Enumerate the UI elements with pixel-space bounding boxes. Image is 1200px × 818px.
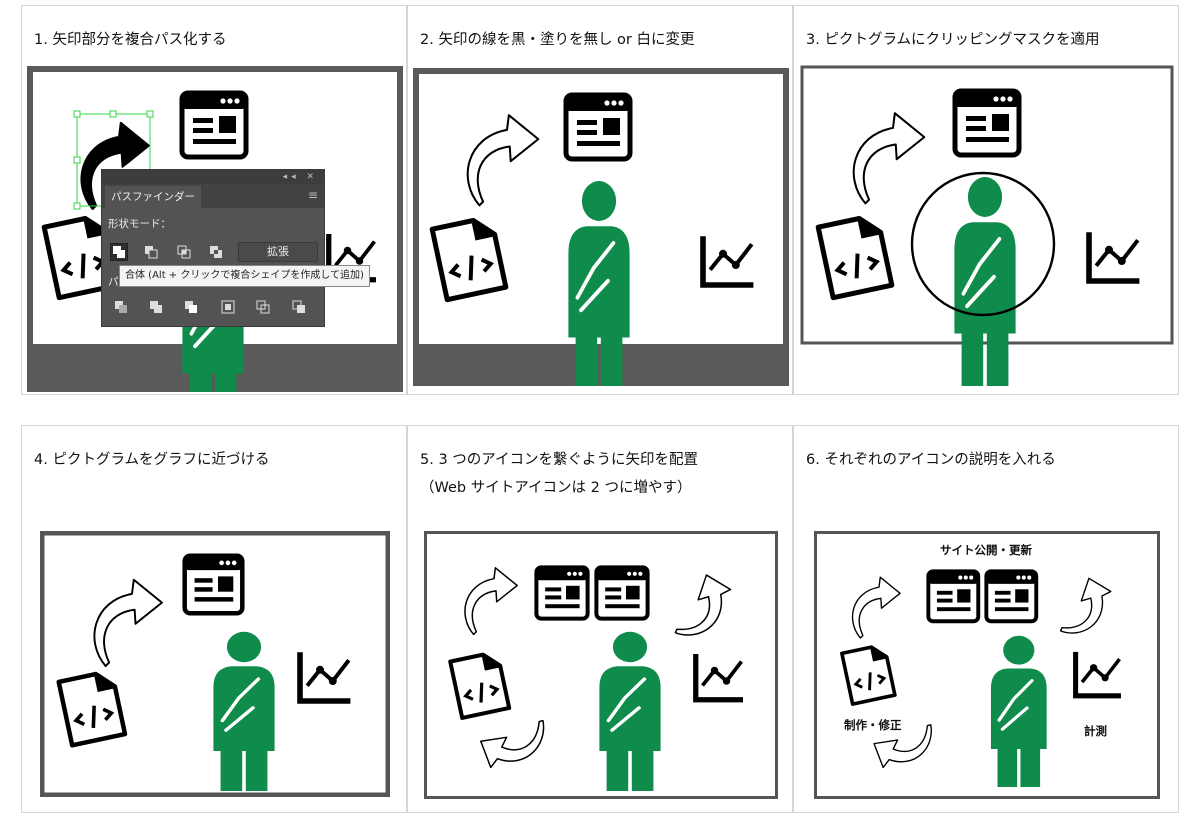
divide-button[interactable]: [112, 298, 130, 316]
merge-icon: [185, 301, 197, 313]
pathfinder-panel: ◂◂ ✕ パスファインダー ≡ 形状モード： 拡張 パ 合体 (Alt + クリ…: [101, 169, 370, 327]
clip-circle: [910, 171, 1056, 317]
label-site-publish: サイト公開・更新: [940, 543, 1032, 557]
step-3-canvas: [799, 64, 1175, 392]
label-measure: 計測: [1084, 724, 1107, 738]
shape-modes-label: 形状モード：: [108, 218, 171, 230]
step-5-panel: 5. 3 つのアイコンを繋ぐように矢印を配置 （Web サイトアイコンは 2 つ…: [407, 425, 793, 813]
step-6-panel: 6. それぞれのアイコンの説明を入れる サイト公開・更新 制作・修正 計測: [793, 425, 1179, 813]
label-make-fix: 制作・修正: [844, 718, 902, 732]
expand-button[interactable]: 拡張: [238, 242, 318, 262]
unite-icon: [113, 246, 125, 258]
exclude-button[interactable]: [207, 243, 225, 261]
crop-icon: [221, 300, 235, 314]
step-1-panel: 1. 矢印部分を複合パス化する ◂◂ ✕ パスファイ: [21, 5, 407, 395]
step-3-panel: 3. ピクトグラムにクリッピングマスクを適用: [793, 5, 1179, 395]
step-6-title: 6. それぞれのアイコンの説明を入れる: [806, 452, 1056, 468]
step-1-title: 1. 矢印部分を複合パス化する: [34, 32, 227, 48]
divide-icon: [115, 301, 127, 313]
step-2-title: 2. 矢印の線を黒・塗りを無し or 白に変更: [420, 32, 695, 48]
minus-front-icon: [145, 246, 158, 259]
outline-icon: [256, 300, 270, 314]
step-4-title: 4. ピクトグラムをグラフに近づける: [34, 452, 270, 468]
step-6-canvas: サイト公開・更新 制作・修正 計測: [814, 531, 1160, 799]
selection-box: [73, 110, 154, 210]
crop-button[interactable]: [219, 298, 237, 316]
minus-front-button[interactable]: [142, 243, 160, 261]
unite-button[interactable]: [110, 243, 128, 261]
intersect-button[interactable]: [175, 243, 193, 261]
step-2-panel: 2. 矢印の線を黒・塗りを無し or 白に変更: [407, 5, 793, 395]
unite-tooltip: 合体 (Alt + クリックで複合シェイプを作成して追加): [119, 265, 370, 287]
minus-back-icon: [292, 300, 305, 313]
step-4-canvas: [40, 531, 390, 797]
panel-controls[interactable]: ◂◂ ✕: [282, 172, 318, 182]
panel-menu-icon[interactable]: ≡: [307, 188, 318, 202]
minus-back-button[interactable]: [290, 298, 308, 316]
tab-pathfinder[interactable]: パスファインダー: [105, 186, 201, 208]
step-3-title: 3. ピクトグラムにクリッピングマスクを適用: [806, 32, 1100, 48]
panel-topbar: ◂◂ ✕: [102, 170, 324, 184]
intersect-icon: [177, 245, 191, 259]
step-5-canvas: [424, 531, 778, 799]
panel-tab-row: パスファインダー ≡: [102, 184, 324, 208]
step-5-title: 5. 3 つのアイコンを繋ぐように矢印を配置 （Web サイトアイコンは 2 つ…: [420, 452, 699, 496]
step-2-canvas: [413, 68, 789, 386]
trim-button[interactable]: [147, 298, 165, 316]
outline-button[interactable]: [254, 298, 272, 316]
exclude-icon: [210, 246, 222, 258]
trim-icon: [150, 301, 162, 313]
step-4-panel: 4. ピクトグラムをグラフに近づける: [21, 425, 407, 813]
pathfinders-label: パ: [108, 276, 119, 288]
merge-button[interactable]: [182, 298, 200, 316]
